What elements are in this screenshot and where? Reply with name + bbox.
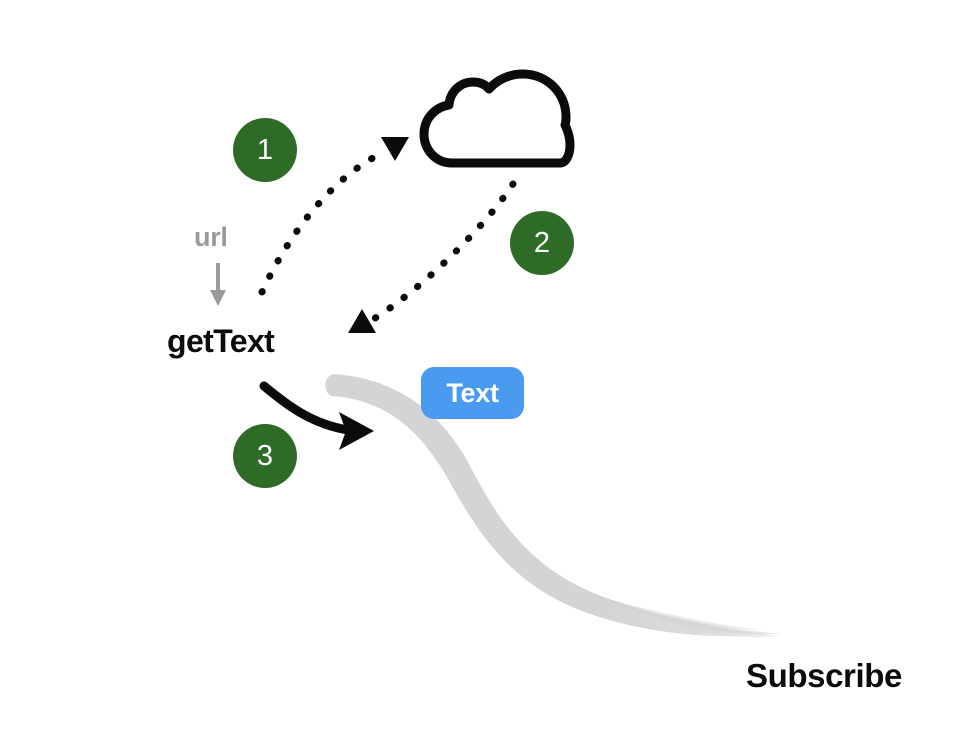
- step-badge-3: 3: [233, 424, 297, 488]
- down-arrow-icon: [210, 263, 226, 306]
- brush-stroke-swoosh: [325, 374, 782, 638]
- subscribe-label: Subscribe: [746, 657, 902, 694]
- dotted-arrow-down-left-icon: [348, 180, 517, 333]
- step-badge-2: 2: [510, 211, 574, 275]
- cloud-icon: [419, 69, 575, 168]
- dotted-arrow-up-right-icon: [258, 137, 409, 296]
- step-badge-3-label: 3: [256, 439, 274, 472]
- text-chip: Text: [421, 367, 524, 419]
- gettext-label: getText: [167, 323, 275, 359]
- step-badge-1-label: 1: [256, 133, 274, 166]
- step-badge-1: 1: [233, 118, 297, 182]
- url-label: url: [194, 222, 228, 252]
- curved-arrow-right-icon: [259, 381, 374, 450]
- step-badge-2-label: 2: [533, 226, 551, 259]
- text-chip-label: Text: [446, 377, 499, 408]
